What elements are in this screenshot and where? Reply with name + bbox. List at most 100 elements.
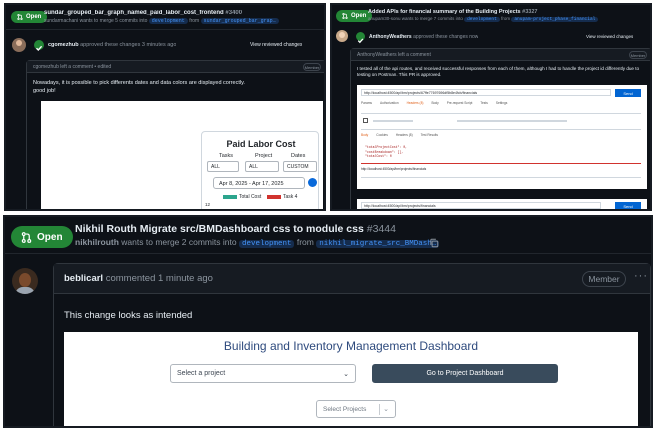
- comment-line-1: Nowadays, it is possible to pick differe…: [33, 80, 245, 86]
- resp-tab-tests[interactable]: Test Results: [420, 133, 438, 137]
- pr-author[interactable]: anupam30-sonu: [368, 16, 401, 21]
- comment-header: beblicarl commented 1 minute ago Member …: [54, 264, 650, 294]
- comment-screenshot: Building and Inventory Management Dashbo…: [64, 332, 638, 426]
- avatar-face: [19, 273, 31, 287]
- pull-request-icon: [17, 14, 23, 20]
- legend-task-4: Task 4: [283, 194, 298, 200]
- project-select[interactable]: ALL: [245, 161, 279, 172]
- postman-url-field[interactable]: http://localhost:4500/api/bm/projects/67…: [361, 89, 611, 96]
- view-reviewed-changes[interactable]: View reviewed changes: [250, 42, 303, 48]
- divider: [6, 29, 324, 30]
- pr-status-label: Open: [26, 14, 42, 20]
- pull-request-icon: [342, 13, 348, 19]
- postman-send-button[interactable]: Send: [615, 89, 641, 97]
- comment-body: This change looks as intended: [64, 310, 193, 321]
- postman-response-tabs: Body Cookies Headers (8) Test Results: [361, 133, 641, 139]
- legend-swatch-total: [223, 195, 237, 199]
- review-comment-card: AnthonyWeathers left a comment Member I …: [350, 48, 650, 209]
- head-branch[interactable]: nikhil_migrate_src_BMDash…: [316, 240, 440, 248]
- y-axis-tick: 12: [205, 202, 211, 207]
- bar-task-4: [277, 209, 299, 211]
- select-projects-dropdown[interactable]: Select Projects ⌄: [316, 400, 396, 418]
- legend-swatch-task: [267, 195, 281, 199]
- head-branch[interactable]: anupam-project_phase_financial: [511, 17, 599, 22]
- pr-title: sundar_grouped_bar_graph_named_paid_labo…: [44, 10, 324, 16]
- dates-select[interactable]: CUSTOM: [283, 161, 317, 172]
- avatar-shirt: [15, 287, 35, 294]
- pr-title: Added APIs for financial summary of the …: [368, 9, 650, 15]
- date-range-picker[interactable]: Apr 8, 2025 - Apr 17, 2025: [213, 177, 305, 189]
- avatar-face: [339, 32, 345, 38]
- base-branch[interactable]: development: [238, 240, 295, 248]
- postman-url-2[interactable]: http://localhost:4500/api/bm/projects/fi…: [361, 167, 427, 171]
- reviewer-name[interactable]: cgomezhub: [48, 42, 79, 48]
- review-action: approved these changes now: [413, 34, 479, 40]
- header-key: [373, 120, 413, 122]
- select-project-dropdown[interactable]: Select a project ⌄: [170, 364, 356, 383]
- pr-author[interactable]: nikhilrouth: [75, 237, 119, 247]
- response-line-2: "costBreakdown": [],: [365, 149, 404, 154]
- pr-author[interactable]: sundarmachani: [44, 18, 79, 24]
- pr-merge-info: anupam30-sonu wants to merge 7 commits i…: [368, 16, 650, 22]
- comment-header-text: beblicarl commented 1 minute ago: [64, 273, 213, 284]
- resp-tab-body[interactable]: Body: [361, 133, 369, 137]
- response-line-1: "totalProjectCost": 0,: [365, 145, 408, 149]
- chart-filter-card: [201, 131, 319, 209]
- member-badge: Member: [582, 271, 626, 287]
- tasks-select[interactable]: ALL: [207, 161, 239, 172]
- tab-params[interactable]: Params: [361, 101, 372, 105]
- postman-request-tabs: Params Authorization Headers (8) Body Pr…: [361, 101, 641, 107]
- pr-merge-info: nikhilrouth wants to merge 2 commits int…: [75, 237, 440, 248]
- tab-body[interactable]: Body: [431, 101, 439, 105]
- postman-screenshot: http://localhost:4500/api/bm/projects/67…: [357, 85, 647, 189]
- comment-header-text: AnthonyWeathers left a comment: [357, 52, 431, 58]
- head-branch[interactable]: sundar_grouped_bar_grap…: [200, 18, 279, 24]
- select-project-placeholder: Select a project: [177, 370, 226, 377]
- approved-check-icon: [356, 32, 365, 44]
- pr-status-badge: Open: [336, 10, 373, 22]
- review-comment-card: cgomezhub left a comment • edited Member…: [26, 60, 324, 211]
- pr-number: #3400: [225, 10, 243, 16]
- pr-merge-text: wants to merge 2 commits into: [121, 237, 237, 247]
- view-reviewed-changes[interactable]: View reviewed changes: [586, 34, 634, 39]
- commenter-avatar[interactable]: [12, 268, 38, 294]
- more-options-icon[interactable]: ···: [634, 270, 648, 282]
- tab-settings[interactable]: Settings: [495, 101, 508, 105]
- comment-card: beblicarl commented 1 minute ago Member …: [53, 263, 651, 426]
- tab-headers[interactable]: Headers (8): [406, 101, 424, 105]
- chevron-down-icon: ⌄: [343, 370, 349, 378]
- go-to-project-dashboard-button[interactable]: Go to Project Dashboard: [372, 364, 558, 383]
- postman-send-button-2[interactable]: Send: [615, 202, 641, 209]
- dropdown-separator: [379, 404, 380, 415]
- response-json: "totalProjectCost": 0, "costBreakdown": …: [365, 145, 407, 159]
- commenter-name[interactable]: beblicarl: [64, 273, 104, 284]
- review-summary: AnthonyWeathers approved these changes n…: [369, 34, 478, 40]
- postman-url-field-2[interactable]: http://localhost:4500/api/bm/projects/fi…: [361, 202, 601, 209]
- copy-icon[interactable]: [429, 238, 439, 248]
- from-text: from: [296, 237, 314, 247]
- base-branch[interactable]: development: [464, 17, 500, 22]
- reviewer-avatar[interactable]: [336, 30, 348, 42]
- pr-merge-info: sundarmachani wants to merge 5 commits i…: [44, 18, 324, 24]
- tab-authorization[interactable]: Authorization: [379, 101, 399, 105]
- dashboard-title: Building and Inventory Management Dashbo…: [223, 339, 479, 353]
- header-checkbox[interactable]: [363, 118, 368, 123]
- tab-pre-request[interactable]: Pre-request Script: [446, 101, 473, 105]
- from-text: from: [189, 18, 200, 24]
- comment-body: I tested all of the api routes, and rece…: [357, 66, 640, 77]
- resp-tab-cookies[interactable]: Cookies: [376, 133, 388, 137]
- calendar-icon[interactable]: [308, 178, 317, 187]
- postman-divider: [361, 113, 641, 114]
- pr-number: #3327: [522, 9, 538, 15]
- pr-title: Nikhil Routh Migrate src/BMDashboard css…: [75, 223, 396, 235]
- tab-tests[interactable]: Tests: [480, 101, 488, 105]
- reviewer-name[interactable]: AnthonyWeathers: [369, 34, 412, 40]
- resp-tab-headers[interactable]: Headers (8): [395, 133, 413, 137]
- reviewer-avatar[interactable]: [12, 38, 26, 52]
- pr-title-text: Nikhil Routh Migrate src/BMDashboard css…: [75, 223, 364, 235]
- review-action: approved these changes 3 minutes ago: [80, 42, 177, 48]
- base-branch[interactable]: development: [148, 18, 188, 24]
- response-line-3: "totalCost": 0: [365, 154, 392, 158]
- paid-labor-cost-title: Paid Labor Cost: [226, 139, 296, 149]
